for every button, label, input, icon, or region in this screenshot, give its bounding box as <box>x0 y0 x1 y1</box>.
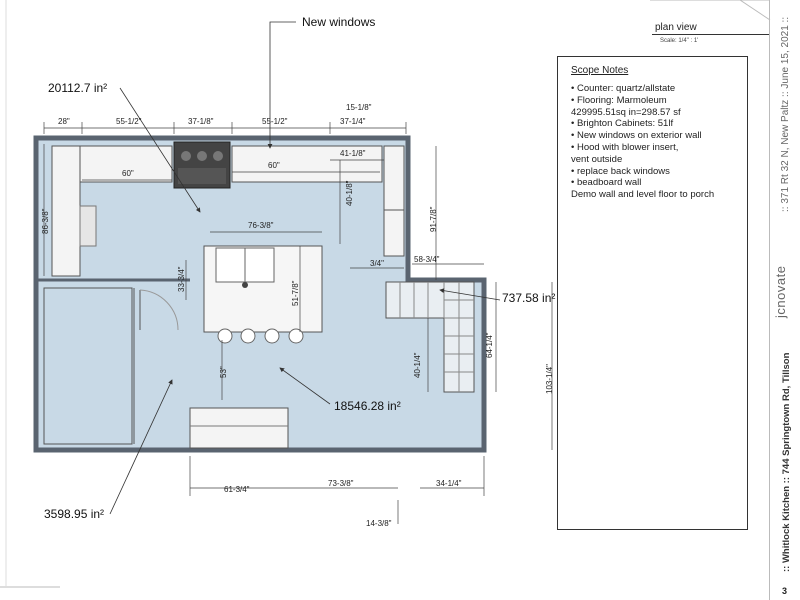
callout-leaders <box>109 21 501 515</box>
dimension-label: 33-3/4" <box>177 266 186 292</box>
dimension-label: 37-1/4" <box>340 117 366 126</box>
dimension-label: 51-7/8" <box>291 280 300 306</box>
scope-note-line: • Brighton Cabinets: 51lf <box>571 118 674 130</box>
dimension-label: 40-1/8" <box>345 180 354 206</box>
new-windows-label: New windows <box>302 15 375 29</box>
dimension-label: 76-3/8" <box>248 221 274 230</box>
area-left-label: 3598.95 in² <box>44 507 104 521</box>
door-swing <box>139 289 179 331</box>
scope-note-line: • replace back windows <box>571 165 670 177</box>
page-number: 3 <box>782 586 788 596</box>
dimension-label: 86-3/8" <box>41 208 50 234</box>
scope-note-line: • Flooring: Marmoleum <box>571 94 667 106</box>
dimension-label: 58-3/4" <box>414 255 440 264</box>
address-date: :: 371 Rt 32 N, New Paltz :: June 15, 20… <box>780 16 791 212</box>
scope-note-line: • beadboard wall <box>571 177 642 189</box>
dimension-label: 91-7/8" <box>429 206 438 232</box>
scope-note-line: 429995.51sq in=298.57 sf <box>571 106 681 118</box>
dimension-label: 61-3/4" <box>224 485 250 494</box>
dimension-label: 41-1/8" <box>340 149 366 158</box>
dimension-label: 55-1/2" <box>116 117 142 126</box>
dimension-label: 28" <box>58 117 70 126</box>
dimension-lines <box>43 122 553 524</box>
dimension-label: 34-1/4" <box>436 479 462 488</box>
dimension-label: 14-3/8" <box>366 519 392 528</box>
kitchen-island <box>203 245 323 344</box>
dimension-label: 64-1/4" <box>485 332 494 358</box>
dimension-label: 73-3/8" <box>328 479 354 488</box>
scope-note-line: • New windows on exterior wall <box>571 130 702 142</box>
scope-note-line: • Counter: quartz/allstate <box>571 83 676 94</box>
area-top-label: 20112.7 in² <box>48 81 107 95</box>
project-name: :: Whitlock Kitchen :: 744 Springtown Rd… <box>781 352 792 572</box>
porch-steps <box>385 281 475 393</box>
dimension-labels: 28" 55-1/2" 37-1/8" 55-1/2" 37-1/4" 15-1… <box>41 103 554 528</box>
scale-label: Scale: 1/4" : 1' <box>660 38 699 44</box>
area-callouts: New windows 20112.7 in² 18546.28 in² 359… <box>44 15 555 521</box>
area-porch-label: 737.58 in² <box>502 291 555 305</box>
title-block-border <box>769 0 770 600</box>
dimension-label: 37-1/8" <box>188 117 214 126</box>
floor-plan: New windows 20112.7 in² 18546.28 in² 359… <box>33 15 555 528</box>
dimension-label: 103-1/4" <box>545 364 554 394</box>
scope-notes-list: • Counter: quartz/allstate • Flooring: M… <box>571 83 747 201</box>
dimension-label: 53" <box>219 366 228 378</box>
view-title: plan view <box>655 22 697 33</box>
scope-notes-box: Scope Notes • Counter: quartz/allstate •… <box>557 56 748 530</box>
dimension-label: 55-1/2" <box>262 117 288 126</box>
dimension-label: 15-1/8" <box>346 103 372 112</box>
scope-notes-title: Scope Notes <box>571 65 629 76</box>
scope-note-line: Demo wall and level floor to porch <box>571 189 715 201</box>
dimension-label: 40-1/4" <box>413 352 422 378</box>
scope-note-line: vent outside <box>571 153 623 165</box>
scope-note-line: • Hood with blower insert, <box>571 141 679 153</box>
dimension-label: 60" <box>268 161 280 170</box>
range-stove <box>173 141 231 189</box>
brand-logo-text: jcnovate <box>773 265 788 318</box>
dimension-label: 60" <box>122 169 134 178</box>
area-main-label: 18546.28 in² <box>334 399 401 413</box>
dimension-label: 3/4" <box>370 259 384 268</box>
title-rule <box>652 34 770 35</box>
cabinets <box>51 145 405 449</box>
